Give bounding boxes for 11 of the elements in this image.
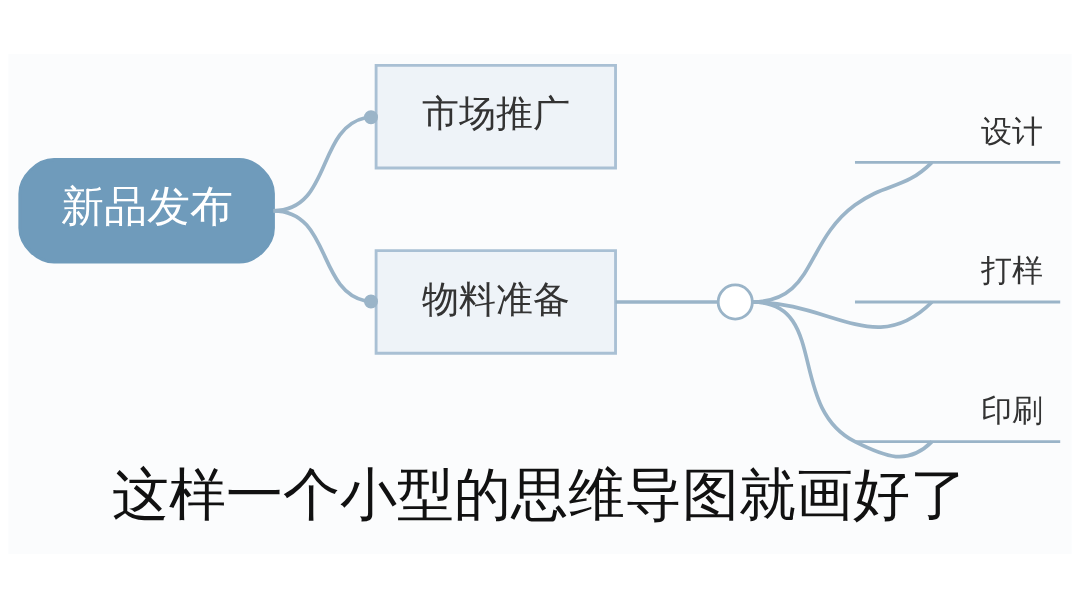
- caption: 这样一个小型的思维导图就画好了: [112, 461, 968, 528]
- node-text: 设计: [981, 112, 1044, 149]
- connector: [615, 300, 719, 304]
- node-text: 印刷: [981, 392, 1044, 429]
- node-circle: [716, 283, 754, 321]
- node-box: 物料准备: [374, 249, 617, 355]
- node-box: 市场推广: [374, 63, 617, 170]
- connector: [752, 300, 934, 459]
- node-box: 新品发布: [18, 158, 275, 264]
- node-text: 打样: [981, 252, 1044, 289]
- connector: [273, 208, 378, 309]
